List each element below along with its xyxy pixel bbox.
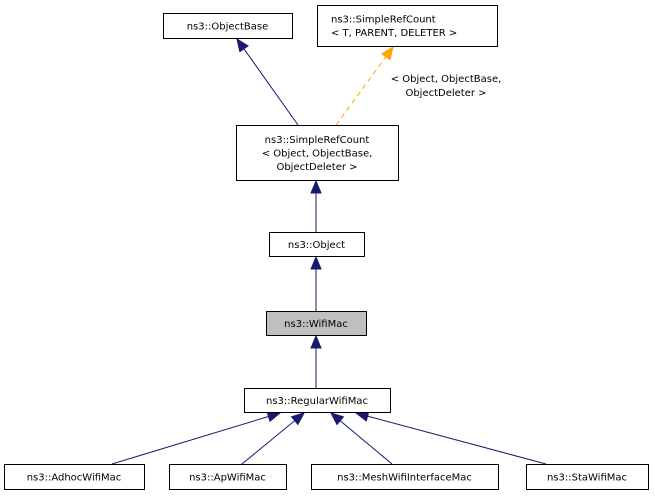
class-box: [236, 125, 399, 181]
edge-labels-layer: < Object, ObjectBase, ObjectDeleter >: [391, 74, 502, 99]
class-box: [163, 13, 293, 39]
edge-srcobject-to-objectbase: [236, 37, 299, 126]
edge-label-line: < Object, ObjectBase,: [391, 74, 502, 85]
class-box: [169, 464, 287, 490]
edge-object-to-srcobject: [310, 179, 322, 232]
class-node-object[interactable]: ns3::Object: [269, 232, 365, 257]
class-node-apwifimac[interactable]: ns3::ApWifiMac: [169, 464, 287, 490]
class-name-text: ns3::SimpleRefCount: [265, 135, 370, 146]
edge-meshwifiinterfacemac-to-regularwifimac: [330, 412, 393, 465]
class-node-wifimac: ns3::WifiMac: [266, 311, 367, 336]
arrowhead-icon: [380, 45, 394, 61]
edge-line: [339, 420, 393, 465]
class-name-text: < Object, ObjectBase,: [262, 148, 373, 159]
edge-wifimac-to-object: [310, 255, 322, 311]
class-name-text: ObjectDeleter >: [276, 162, 357, 173]
class-node-srcobject[interactable]: ns3::SimpleRefCount< Object, ObjectBase,…: [236, 125, 399, 181]
class-name-text: ns3::WifiMac: [284, 319, 348, 330]
edge-line: [335, 56, 387, 126]
edge-line: [367, 415, 547, 465]
edge-label-line: ObjectDeleter >: [405, 88, 486, 99]
edge-regularwifimac-to-wifimac: [310, 334, 322, 388]
arrowhead-icon: [310, 255, 322, 270]
class-name-text: ns3::ObjectBase: [187, 21, 269, 32]
class-box: [4, 464, 145, 490]
class-name-text: ns3::Object: [288, 240, 345, 251]
class-name-text: ns3::RegularWifiMac: [266, 396, 368, 407]
class-box: [526, 464, 649, 490]
edge-srcobject-to-srctemplate: [335, 45, 394, 126]
edge-line: [111, 416, 269, 465]
class-name-text: ns3::AdhocWifiMac: [27, 472, 122, 483]
class-box: [317, 5, 498, 47]
edges-layer: [111, 37, 547, 465]
class-name-text: ns3::StaWifiMac: [547, 472, 627, 483]
edge-adhocwifimac-to-regularwifimac: [111, 411, 282, 465]
class-node-meshwifiinterfacemac[interactable]: ns3::MeshWifiInterfaceMac: [311, 464, 499, 490]
edge-label: < Object, ObjectBase, ObjectDeleter >: [391, 74, 502, 99]
arrowhead-icon: [290, 412, 306, 426]
class-name-text: < T, PARENT, DELETER >: [331, 28, 457, 39]
edge-stawifimac-to-regularwifimac: [354, 410, 547, 465]
class-box: [269, 232, 365, 257]
class-box: [266, 311, 367, 336]
arrowhead-icon: [330, 412, 345, 426]
arrowhead-icon: [266, 411, 282, 423]
class-node-stawifimac[interactable]: ns3::StaWifiMac: [526, 464, 649, 490]
class-node-srctemplate[interactable]: ns3::SimpleRefCount< T, PARENT, DELETER …: [317, 5, 498, 47]
class-box: [244, 388, 391, 413]
class-name-text: ns3::SimpleRefCount: [331, 15, 436, 26]
edge-line: [241, 420, 296, 465]
class-node-regularwifimac[interactable]: ns3::RegularWifiMac: [244, 388, 391, 413]
arrowhead-icon: [310, 334, 322, 349]
edge-line: [243, 48, 299, 126]
arrowhead-icon: [236, 37, 249, 53]
class-node-adhocwifimac[interactable]: ns3::AdhocWifiMac: [4, 464, 145, 490]
class-node-objectbase[interactable]: ns3::ObjectBase: [163, 13, 293, 39]
arrowhead-icon: [310, 179, 322, 194]
class-name-text: ns3::MeshWifiInterfaceMac: [337, 472, 472, 483]
class-box: [311, 464, 499, 490]
edge-apwifimac-to-regularwifimac: [241, 412, 306, 465]
class-name-text: ns3::ApWifiMac: [189, 472, 266, 483]
